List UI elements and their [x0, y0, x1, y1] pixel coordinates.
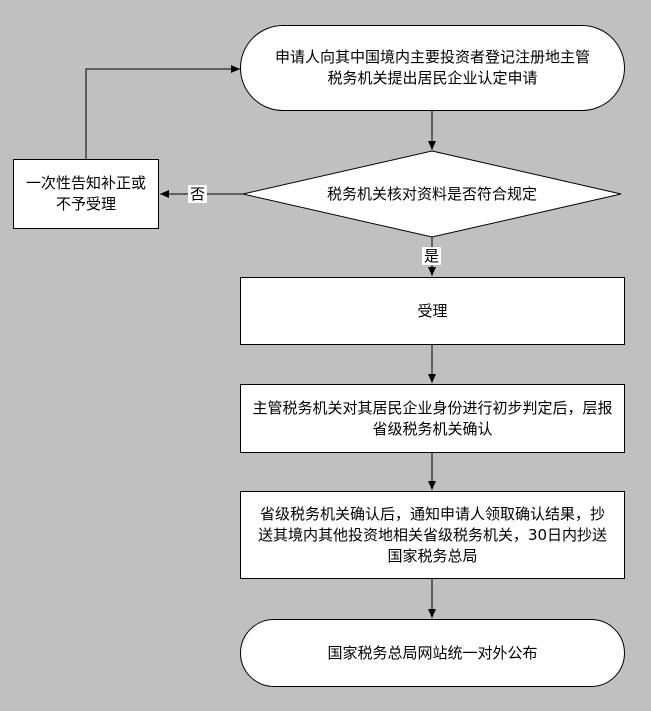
- no-result-text: 一次性告知补正或不予受理: [25, 174, 146, 213]
- initial-check-text: 主管税务机关对其居民企业身份进行初步判定后，层报省级税务机关确认: [252, 398, 613, 438]
- start-node: 申请人向其中国境内主要投资者登记注册地主管税务机关提出居民企业认定申请: [240, 25, 625, 111]
- confirm-text: 省级税务机关确认后，通知申请人领取确认结果，抄送其境内其他投资地相关省级税务机关…: [257, 504, 608, 565]
- arrow-no-result-to-start: [85, 65, 240, 159]
- no-result-node: 一次性告知补正或不予受理: [13, 159, 159, 229]
- end-node: 国家税务总局网站统一对外公布: [240, 619, 625, 687]
- initial-check-node: 主管税务机关对其居民企业身份进行初步判定后，层报省级税务机关确认: [240, 384, 625, 453]
- decision-text: 税务机关核对资料是否符合规定: [326, 184, 537, 203]
- decision-diamond: [242, 150, 622, 238]
- no-branch-label: 否: [188, 185, 208, 203]
- end-text: 国家税务总局网站统一对外公布: [327, 643, 538, 662]
- accept-text: 受理: [417, 301, 448, 320]
- start-node-text: 申请人向其中国境内主要投资者登记注册地主管税务机关提出居民企业认定申请: [275, 48, 591, 87]
- decision-node-text: 税务机关核对资料是否符合规定: [270, 180, 594, 208]
- confirm-node: 省级税务机关确认后，通知申请人领取确认结果，抄送其境内其他投资地相关省级税务机关…: [240, 491, 625, 579]
- accept-node: 受理: [240, 277, 625, 345]
- yes-branch-label: 是: [422, 247, 442, 265]
